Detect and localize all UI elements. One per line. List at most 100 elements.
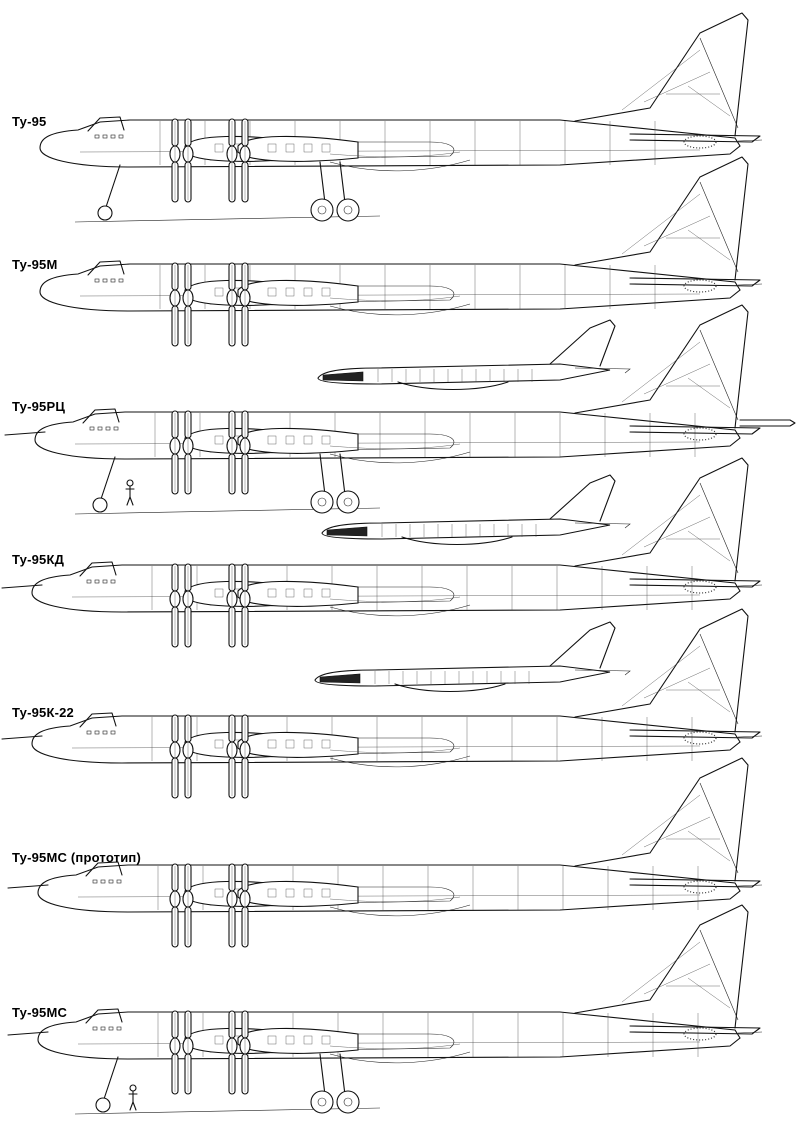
aircraft-side-view	[39, 156, 763, 347]
propeller-inner-front	[169, 262, 181, 347]
cockpit-canopy	[87, 116, 125, 132]
horizontal-stabilizer	[629, 1025, 761, 1035]
nacelle-outer	[237, 880, 359, 907]
propeller-inner-front	[169, 863, 181, 948]
vertical-tail	[574, 904, 749, 1029]
vertical-tail	[574, 608, 749, 733]
main-wheel-rear	[336, 1090, 360, 1114]
vertical-tail	[574, 12, 749, 137]
nacelle-outer	[237, 135, 359, 162]
fuselage	[37, 1011, 741, 1060]
wing-root	[199, 285, 455, 305]
propeller-outer-front	[226, 563, 238, 648]
human-scale-figure	[125, 479, 135, 506]
tail-cannon	[737, 1031, 763, 1034]
propeller-outer-rear	[239, 262, 251, 347]
vertical-tail	[574, 457, 749, 582]
cockpit-canopy	[82, 408, 120, 424]
label-tu95kd: Ту-95КД	[12, 552, 65, 567]
main-wheel-rear	[336, 490, 360, 514]
vertical-tail	[574, 757, 749, 882]
horizontal-stabilizer	[629, 133, 761, 143]
vertical-tail	[574, 156, 749, 281]
refuelling-probe	[1, 584, 43, 589]
refuelling-probe	[1, 735, 43, 740]
aircraft-side-view	[7, 904, 763, 1115]
cockpit-canopy	[85, 861, 123, 877]
fuselage	[31, 564, 741, 613]
tail-cannon	[737, 884, 763, 887]
tail-cannon	[737, 735, 763, 738]
ground-line	[74, 507, 381, 515]
aircraft-side-view	[7, 757, 763, 948]
nacelle-outer	[237, 580, 359, 607]
propeller-outer-front	[226, 262, 238, 347]
propeller-outer-front	[226, 1010, 238, 1095]
propeller-outer-rear	[239, 118, 251, 203]
nacelle-outer	[237, 427, 359, 454]
label-tu95: Ту-95	[12, 114, 47, 129]
inset-missile-cutaway	[314, 621, 631, 692]
cockpit-canopy	[79, 712, 117, 728]
propeller-outer-rear	[239, 863, 251, 948]
refuelling-probe	[7, 884, 49, 889]
cockpit-canopy	[79, 561, 117, 577]
horizontal-stabilizer	[629, 578, 761, 588]
wing-root	[199, 433, 455, 453]
nose-wheel	[95, 1097, 111, 1113]
human-scale-figure	[128, 1084, 138, 1111]
fuselage	[39, 119, 741, 168]
propeller-inner-front	[169, 714, 181, 799]
nose-wheel	[97, 205, 113, 221]
cockpit-canopy	[87, 260, 125, 276]
horizontal-stabilizer	[629, 878, 761, 888]
refuelling-probe	[4, 431, 46, 436]
main-wheel-front	[310, 1090, 334, 1114]
fuselage	[31, 715, 741, 764]
nacelle-outer	[237, 731, 359, 758]
label-tu95m: Ту-95М	[12, 257, 58, 272]
propeller-inner-rear	[182, 1010, 194, 1095]
aircraft-side-view	[1, 608, 763, 799]
nacelle-outer	[237, 1027, 359, 1054]
tail-cannon	[737, 283, 763, 286]
propeller-inner-rear	[182, 714, 194, 799]
tail-cannon	[737, 139, 763, 142]
propeller-outer-rear	[239, 714, 251, 799]
propeller-inner-front	[169, 118, 181, 203]
label-tu95k22: Ту-95К-22	[12, 705, 74, 720]
propeller-outer-front	[226, 410, 238, 495]
vertical-tail	[574, 304, 749, 429]
wing-root	[199, 586, 455, 606]
aircraft-side-view	[39, 12, 763, 223]
refuelling-probe	[7, 1031, 49, 1036]
wing-root	[199, 886, 455, 906]
ground-line	[74, 1107, 381, 1115]
propeller-inner-rear	[182, 262, 194, 347]
fuselage	[34, 411, 741, 460]
main-wheel-rear	[336, 198, 360, 222]
tail-cannon	[737, 584, 763, 587]
main-wheel-front	[310, 490, 334, 514]
propeller-inner-rear	[182, 118, 194, 203]
inset-missile-cutaway	[321, 474, 631, 545]
wing-root	[199, 1033, 455, 1053]
tail-stinger	[739, 419, 796, 427]
aircraft-side-view	[1, 457, 763, 648]
propeller-outer-front	[226, 118, 238, 203]
label-tu95rc: Ту-95РЦ	[12, 399, 66, 414]
ground-line	[74, 215, 381, 223]
main-wheel-front	[310, 198, 334, 222]
nacelle-outer	[237, 279, 359, 306]
propeller-outer-front	[226, 863, 238, 948]
horizontal-stabilizer	[629, 425, 761, 435]
wing-root	[199, 737, 455, 757]
inset-missile-cutaway	[317, 319, 631, 390]
wing-root	[199, 141, 455, 161]
propeller-outer-rear	[239, 563, 251, 648]
propeller-outer-front	[226, 714, 238, 799]
propeller-outer-rear	[239, 410, 251, 495]
fuselage	[39, 263, 741, 312]
